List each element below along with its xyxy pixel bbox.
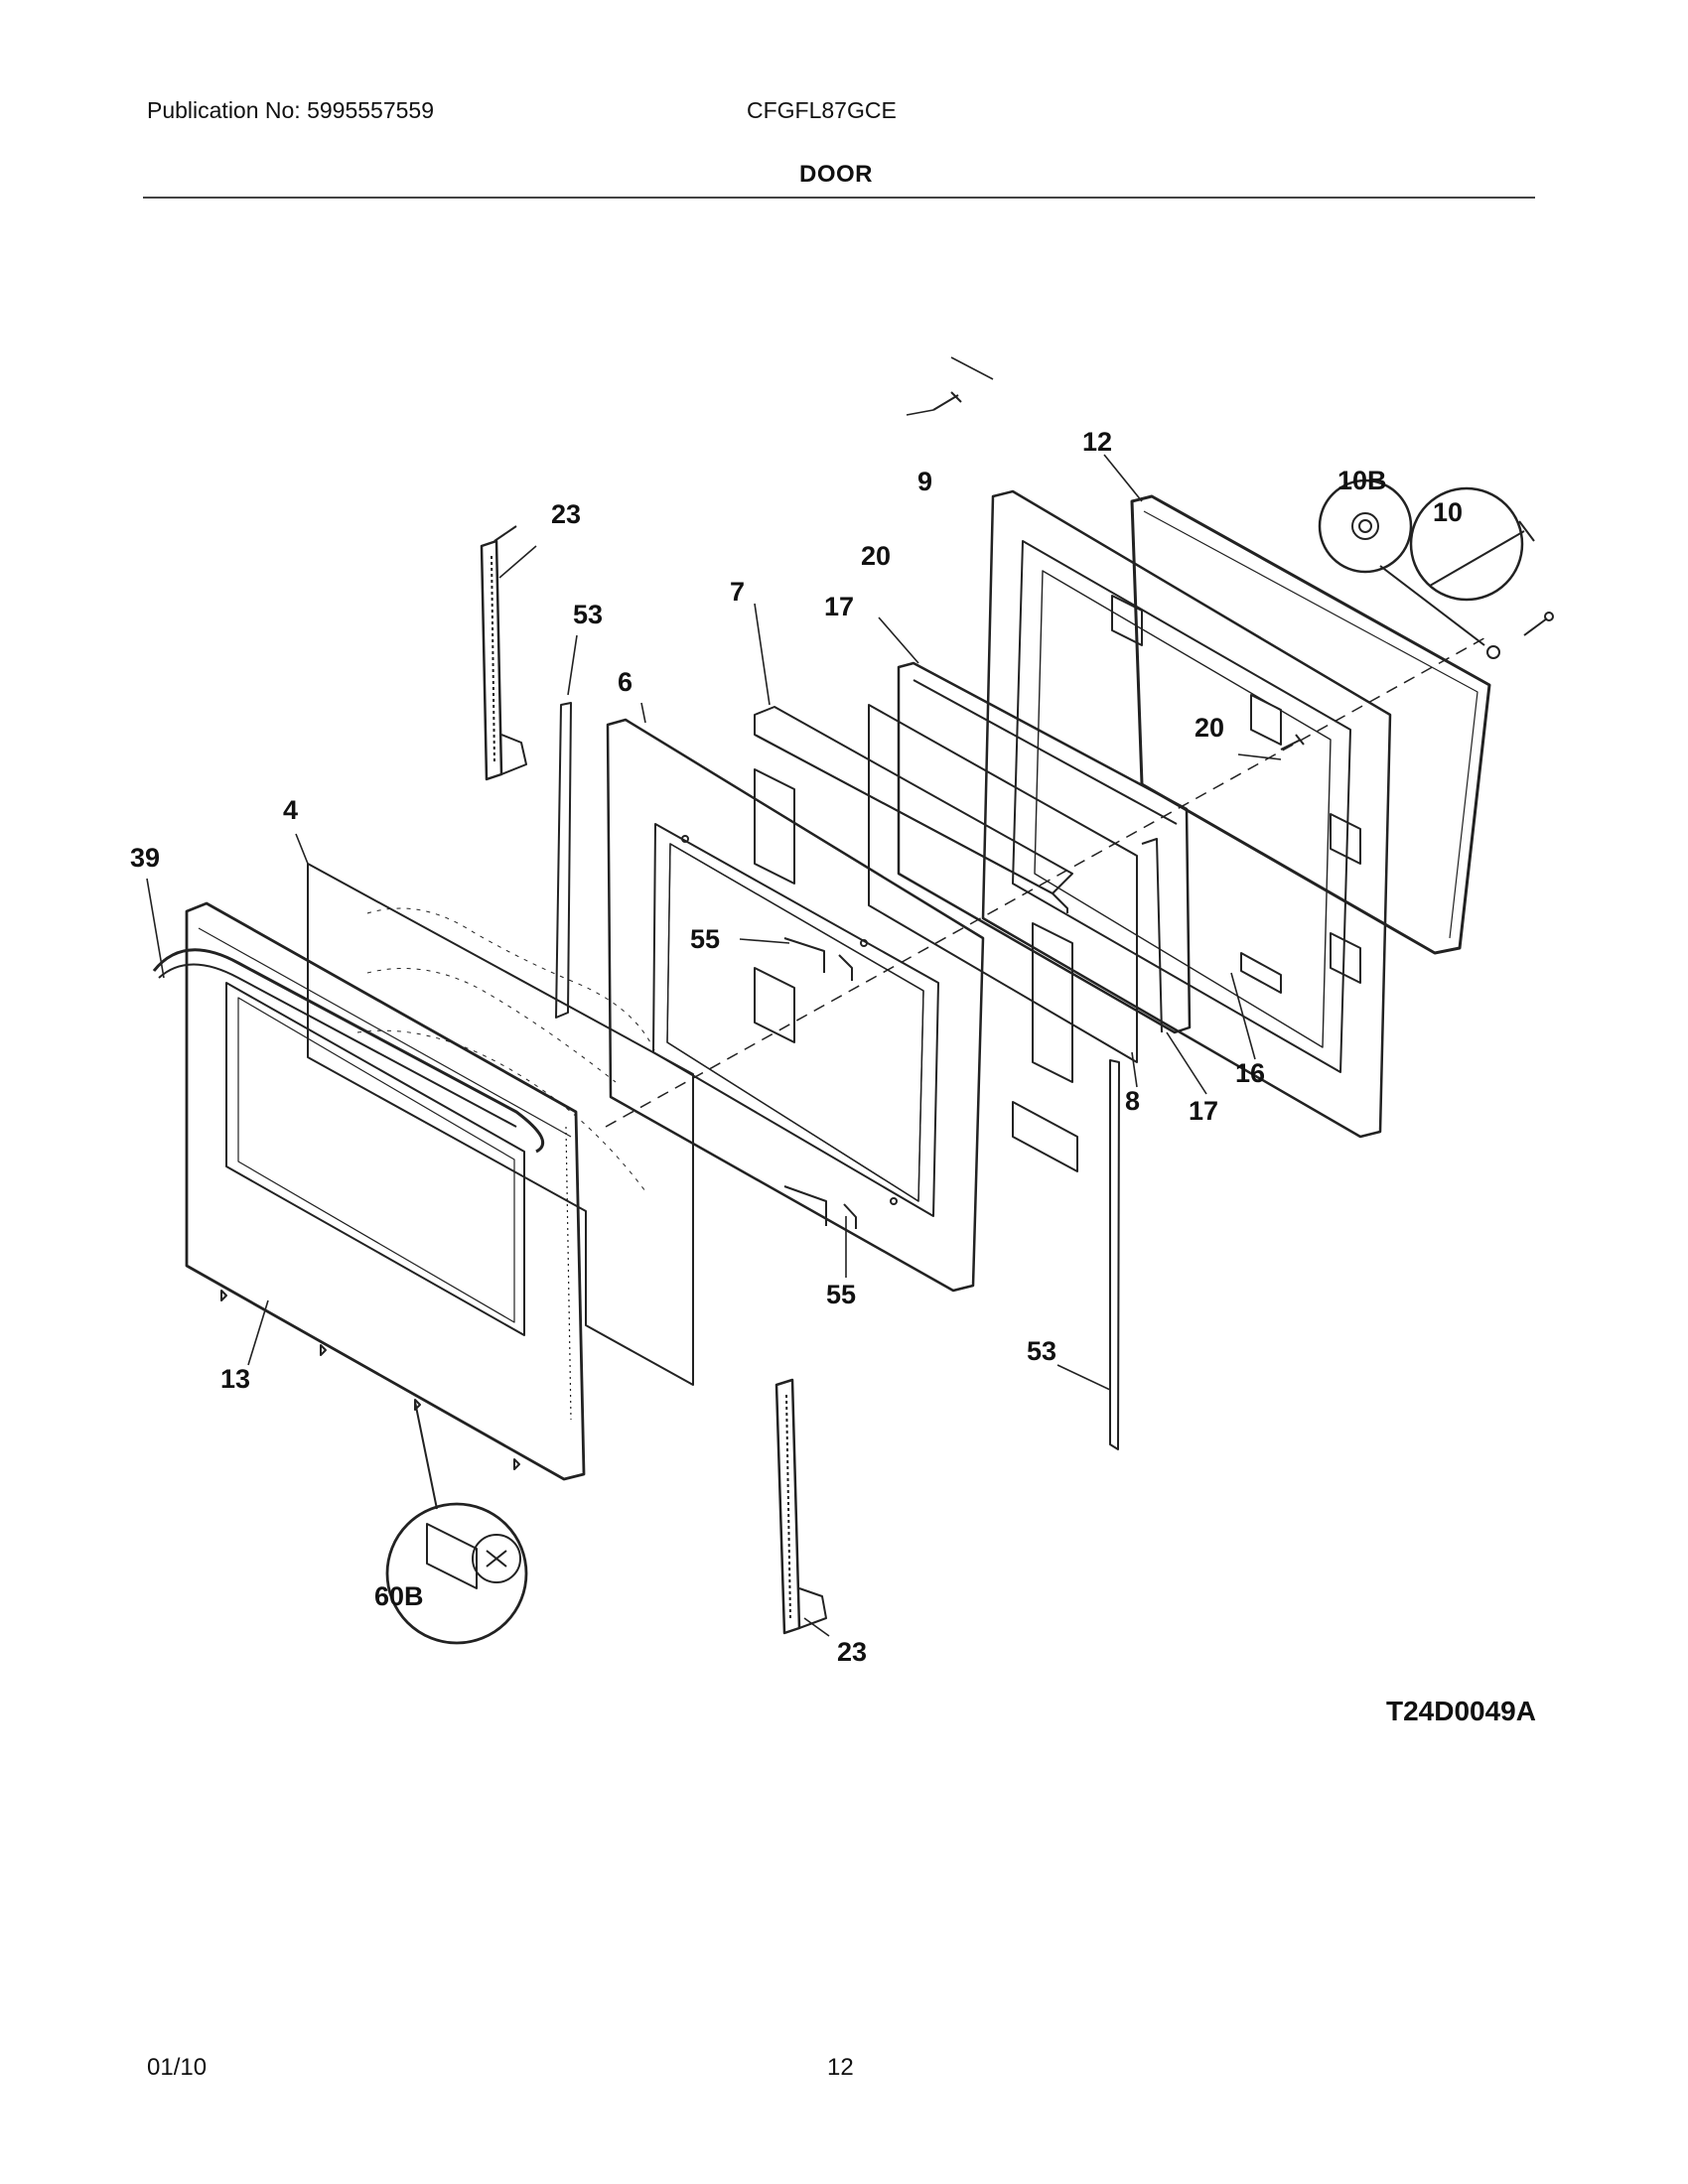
callout-53-bot: 53: [1027, 1336, 1056, 1366]
part-20-screw-right: [1280, 734, 1305, 751]
callout-23-top: 23: [551, 499, 581, 529]
callout-23-bot: 23: [837, 1637, 867, 1667]
footer-date: 01/10: [147, 2054, 208, 2081]
part-20-screw-top: [932, 391, 962, 411]
part-10b-washer-detail: [1318, 478, 1485, 646]
part-7-insulation: [754, 706, 1078, 1172]
callout-7: 7: [730, 577, 745, 607]
callout-16: 16: [1235, 1058, 1265, 1088]
part-39-door-handle: [152, 948, 545, 1154]
callout-9: 9: [917, 467, 932, 496]
part-8-inner-glass: [868, 704, 1138, 1063]
part-9-inner-door-liner: [981, 489, 1392, 1139]
callout-55-mid: 55: [690, 924, 720, 954]
callout-39: 39: [130, 843, 160, 873]
diagram-code: T24D0049A: [1386, 1696, 1536, 1726]
callout-10b: 10B: [1337, 466, 1387, 495]
part-23-hinge-bottom: [774, 1378, 827, 1635]
part-23-hinge-top: [480, 525, 527, 781]
callout-55-bot: 55: [826, 1280, 856, 1309]
part-53-side-trim-right: [1109, 1059, 1120, 1450]
part-4-insulation-blanket: [307, 863, 694, 1386]
callout-10: 10: [1433, 497, 1463, 527]
callout-12: 12: [1082, 427, 1112, 457]
footer-page-number: 12: [827, 2054, 854, 2081]
part-53-side-trim-left: [555, 702, 572, 1019]
section-title: DOOR: [799, 161, 873, 188]
part-55-hinge-receptacle-top: [783, 937, 853, 981]
header-rule: [143, 197, 1535, 199]
model-number: CFGFL87GCE: [747, 97, 897, 123]
callout-13: 13: [220, 1364, 250, 1394]
part-13-outer-door-panel: [185, 901, 586, 1481]
callout-20-right: 20: [1195, 713, 1224, 743]
part-12-door-gasket: [1130, 494, 1491, 955]
callout-17-bot: 17: [1189, 1096, 1218, 1126]
part-55-hinge-receptacle-bottom: [783, 1185, 857, 1229]
callout-leaders: [146, 356, 1282, 1637]
callout-8: 8: [1125, 1086, 1140, 1116]
part-10-bolt-detail: [1409, 486, 1554, 659]
callout-20-top: 20: [861, 541, 891, 571]
publication-number: Publication No: 5995557559: [147, 97, 435, 123]
callout-6: 6: [618, 667, 633, 697]
part-6-door-frame: [606, 718, 985, 1293]
callout-17-top: 17: [824, 592, 854, 621]
part-60b-screw-detail: [385, 1401, 528, 1645]
callout-4: 4: [283, 795, 298, 825]
part-17-glass-pack-frame: [897, 661, 1192, 1034]
callout-53-top: 53: [573, 600, 603, 629]
door-bottom-screws: [220, 1290, 520, 1470]
callout-60b: 60B: [374, 1581, 424, 1611]
